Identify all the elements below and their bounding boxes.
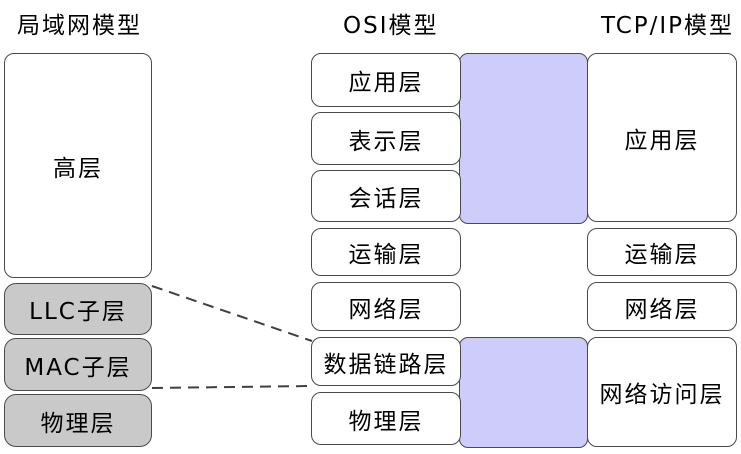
lan-physical-layer-label: 物理层 bbox=[40, 410, 116, 437]
tcpip-network-access-layer-label: 网络访问层 bbox=[599, 382, 725, 408]
osi-model-title: OSI模型 bbox=[343, 13, 439, 39]
lan-mac-sublayer-box: MAC子层 bbox=[4, 338, 152, 391]
tcpip-model-title: TCP/IP模型 bbox=[601, 13, 735, 39]
llc-to-datalink-dashed-line bbox=[151, 285, 313, 342]
tcpip-application-layer-label: 应用层 bbox=[624, 127, 700, 154]
osi-presentation-layer-box: 表示层 bbox=[311, 112, 461, 165]
osi-transport-layer-label: 运输层 bbox=[348, 242, 424, 268]
tcpip-network-layer-box: 网络层 bbox=[587, 282, 737, 331]
mac-to-datalink-dashed-line bbox=[151, 385, 312, 389]
lan-mac-sublayer-label: MAC子层 bbox=[24, 354, 132, 381]
lower-mapping-band bbox=[459, 337, 588, 448]
osi-application-layer-label: 应用层 bbox=[348, 70, 424, 96]
osi-application-layer-box: 应用层 bbox=[311, 53, 461, 107]
tcpip-transport-layer-box: 运输层 bbox=[587, 228, 737, 276]
osi-physical-layer-label: 物理层 bbox=[348, 408, 424, 435]
tcpip-network-access-layer-box: 网络访问层 bbox=[587, 337, 737, 447]
lan-llc-sublayer-label: LLC子层 bbox=[29, 299, 127, 325]
lan-model-title: 局域网模型 bbox=[17, 13, 142, 39]
tcpip-network-layer-label: 网络层 bbox=[624, 296, 700, 323]
tcpip-application-layer-box: 应用层 bbox=[587, 53, 737, 222]
osi-datalink-layer-box: 数据链路层 bbox=[311, 337, 461, 386]
lan-high-layer-box: 高层 bbox=[4, 53, 152, 278]
tcpip-transport-layer-label: 运输层 bbox=[624, 242, 700, 268]
osi-datalink-layer-label: 数据链路层 bbox=[323, 351, 449, 378]
osi-presentation-layer-label: 表示层 bbox=[348, 128, 424, 155]
osi-network-layer-label: 网络层 bbox=[348, 296, 424, 323]
osi-physical-layer-box: 物理层 bbox=[311, 392, 461, 445]
lan-physical-layer-box: 物理层 bbox=[4, 394, 152, 447]
osi-session-layer-box: 会话层 bbox=[311, 170, 461, 222]
osi-transport-layer-box: 运输层 bbox=[311, 228, 461, 276]
lan-high-layer-label: 高层 bbox=[53, 155, 103, 182]
lan-llc-sublayer-box: LLC子层 bbox=[4, 283, 152, 335]
osi-network-layer-box: 网络层 bbox=[311, 282, 461, 331]
osi-session-layer-label: 会话层 bbox=[348, 186, 424, 212]
